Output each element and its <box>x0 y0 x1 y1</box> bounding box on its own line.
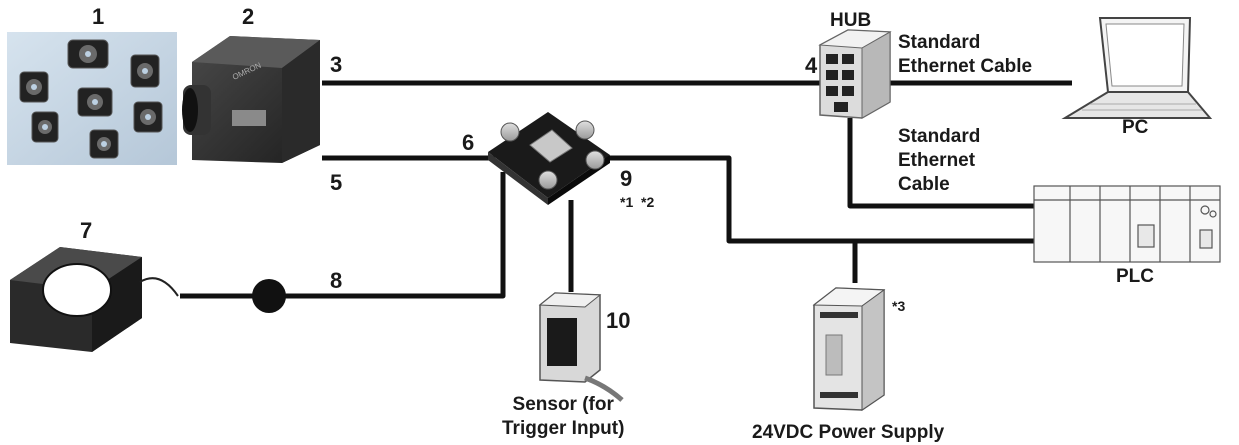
label-camera-number: 2 <box>242 4 255 29</box>
label-ethernet-cable-top-line2: Ethernet Cable <box>898 56 1033 77</box>
label-ethernet-cable-top-line1: Standard <box>898 32 981 53</box>
label-hub: HUB <box>830 10 872 31</box>
label-plc: PLC <box>1116 266 1154 287</box>
i-o-junction-block-image <box>488 112 610 205</box>
ring-light-image <box>10 247 179 352</box>
camera-image: OMRON <box>182 36 320 163</box>
label-cable3-number: 3 <box>330 52 343 77</box>
label-pc: PC <box>1122 117 1149 138</box>
hub-image <box>818 29 892 119</box>
label-sensor-number: 10 <box>606 308 631 333</box>
label-cable9-number: 9 <box>620 166 633 191</box>
label-sensor-line1: Sensor (for <box>512 394 614 415</box>
label-lens-number: 1 <box>92 4 105 29</box>
note-3: *3 <box>892 298 906 314</box>
label-cable5-number: 5 <box>330 170 343 195</box>
label-ethernet-cable-mid: Standard Ethernet Cable <box>898 125 980 197</box>
trigger-sensor-image <box>538 292 624 402</box>
label-hub-number: 4 <box>805 53 818 78</box>
label-cable8-number: 8 <box>330 268 343 293</box>
label-junction-number: 6 <box>462 130 475 155</box>
power-supply-image <box>812 287 886 411</box>
plc-image <box>1033 185 1221 263</box>
note-1: *1 <box>620 194 634 210</box>
lens-set-image <box>7 32 177 165</box>
label-sensor: Sensor (for Trigger Input) <box>502 393 624 441</box>
label-ethernet-cable-mid-line1: Standard <box>898 126 981 147</box>
label-ethernet-cable-top: Standard Ethernet Cable <box>898 31 1032 79</box>
cable-lines <box>180 80 1072 299</box>
label-ethernet-cable-mid-line3: Cable <box>898 174 950 195</box>
cable-hub-to-plc <box>847 118 1034 209</box>
label-ethernet-cable-mid-line2: Ethernet <box>898 150 976 171</box>
pc-laptop-image <box>1061 17 1213 119</box>
cable-light-to-junction <box>180 172 506 299</box>
note-2: *2 <box>641 194 655 210</box>
cable-junction-to-plc <box>605 155 1034 244</box>
label-sensor-line2: Trigger Input) <box>502 418 625 439</box>
cable-ferrite-core <box>252 279 286 313</box>
label-light-number: 7 <box>80 218 93 243</box>
label-power-supply: 24VDC Power Supply <box>752 422 945 443</box>
